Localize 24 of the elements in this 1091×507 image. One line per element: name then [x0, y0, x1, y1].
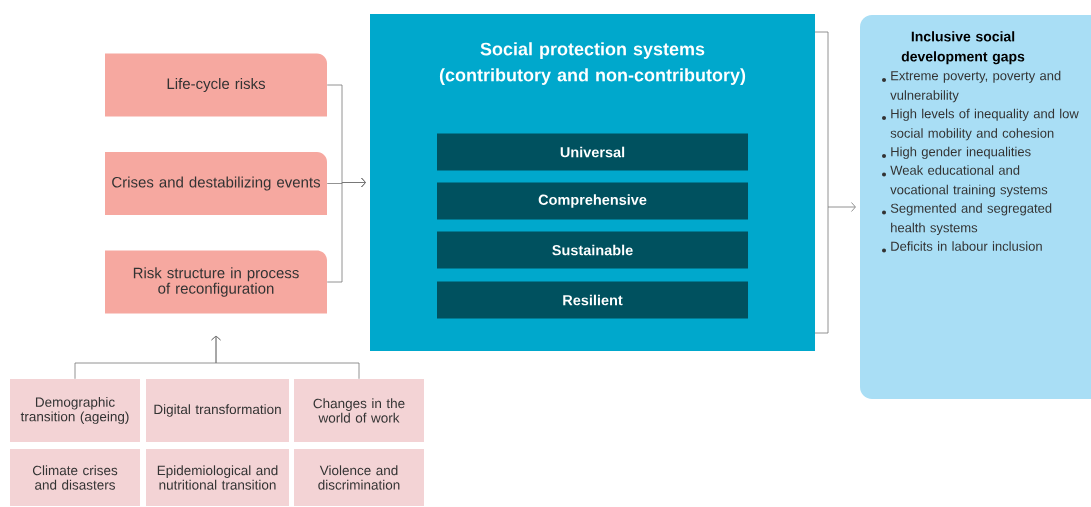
gap-panel — [860, 15, 1091, 399]
feature-bar: Universal — [437, 133, 748, 171]
feature-bar: Sustainable — [437, 231, 748, 269]
bullet-item: High gender inequalities — [882, 146, 1031, 159]
factor-box: Climate crises and disasters — [10, 449, 140, 506]
connector-arrow — [211, 335, 360, 380]
bullet-item: Deficits in labour inclusion — [882, 241, 1042, 253]
bullet-item: Weak educational and vocational training systems — [882, 165, 1048, 197]
connector-arrow — [814, 31, 856, 334]
bullet-item: Extreme poverty, poverty and vulnerability — [882, 70, 1061, 103]
bullet-item: Segmented and segregated health systems — [882, 203, 1052, 235]
bullet-item: High levels of inequality and low social mobility and cohesion — [882, 108, 1079, 141]
factor-box: Epidemiological and nutritional transition — [146, 449, 289, 506]
factor-box: Demographic transition (ageing) — [10, 379, 140, 442]
risk-box: Crises and destabilizing events — [105, 152, 327, 215]
risk-box: Life-cycle risks — [105, 53, 327, 117]
panel-heading: Inclusive social development gaps — [901, 31, 1025, 65]
factor-box: Digital transformation — [146, 379, 289, 442]
risk-box: Risk structure in process of reconfiguration — [105, 250, 327, 314]
factor-box: Violence and discrimination — [294, 449, 424, 506]
factor-box: Changes in the world of work — [294, 379, 424, 442]
feature-bar: Comprehensive — [437, 182, 748, 220]
feature-bar: Resilient — [437, 281, 748, 319]
connector-arrow — [326, 177, 366, 283]
